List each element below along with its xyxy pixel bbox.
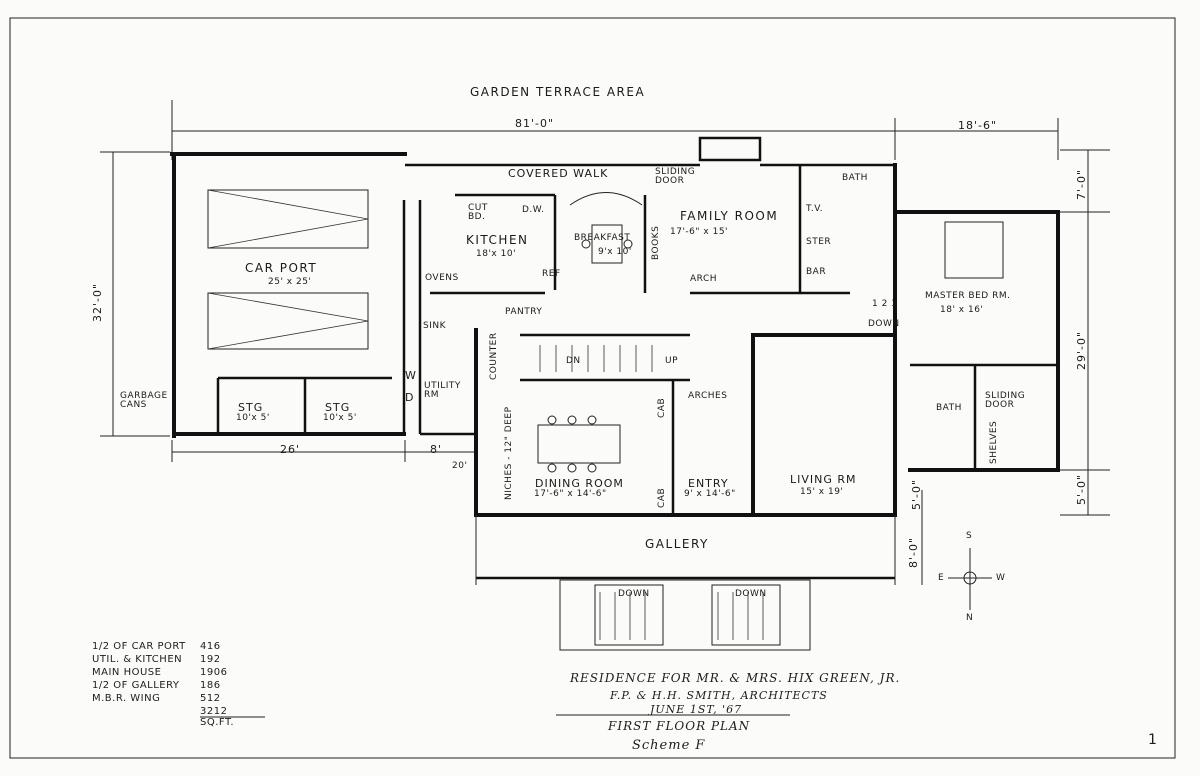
master-bed xyxy=(944,221,1004,279)
area-total-row: 3212 SQ.FT. xyxy=(200,706,235,728)
dimension-lines xyxy=(100,100,1110,585)
dishwasher-label: D.W. xyxy=(522,205,545,215)
sheet-number: 1 xyxy=(1148,732,1157,748)
twenty-dim: 20' xyxy=(452,461,468,471)
right-dim-upper: 7'-0" xyxy=(1075,168,1088,200)
tv-label: T.V. xyxy=(806,204,824,214)
compass-icon xyxy=(948,548,992,610)
cabinet-1-label: CAB xyxy=(657,397,667,418)
living-room-label: LIVING RM xyxy=(790,473,857,486)
plan-date: JUNE 1ST, '67 xyxy=(650,703,743,716)
down-small-label: DOWN xyxy=(868,319,900,329)
ovens-label: OVENS xyxy=(425,273,459,283)
arches-label: ARCHES xyxy=(688,391,728,401)
compass-east: E xyxy=(938,573,945,583)
right-dim-lower-2: 5'-0" xyxy=(1075,473,1088,505)
entry-size: 9' x 14'-6" xyxy=(684,489,736,499)
bath-2-label: BATH xyxy=(936,403,962,413)
link-dim: 8' xyxy=(430,443,443,456)
family-room-label: FAMILY ROOM xyxy=(680,209,779,223)
utility-room-label: UTILITY RM xyxy=(424,381,461,400)
stereo-label: STER xyxy=(806,237,832,247)
plan-title: FIRST FLOOR PLAN xyxy=(608,719,751,733)
architects-label: F.P. & H.H. SMITH, ARCHITECTS xyxy=(610,689,828,702)
compass-west: W xyxy=(996,573,1006,583)
storage-1-size: 10'x 5' xyxy=(236,413,270,423)
gallery-label: GALLERY xyxy=(645,537,709,551)
storage-2-label: STG xyxy=(325,401,351,414)
pantry-label: PANTRY xyxy=(505,307,543,317)
breakfast-table xyxy=(569,192,643,264)
dining-table xyxy=(537,415,621,473)
right-dim-main: 29'-0" xyxy=(1075,330,1088,370)
overall-width-dim: 81'-0" xyxy=(515,117,555,130)
garden-terrace-label: GARDEN TERRACE AREA xyxy=(470,85,646,99)
stairs xyxy=(539,345,764,640)
master-bedroom-size: 18' x 16' xyxy=(940,305,984,315)
carport-size: 25' x 25' xyxy=(268,277,312,287)
niches-label: NICHES - 12" DEEP xyxy=(504,406,514,501)
walls xyxy=(170,136,1060,651)
scheme-label: Scheme F xyxy=(632,738,706,753)
cabinet-2-label: CAB xyxy=(657,487,667,508)
stair-up-label: UP xyxy=(665,356,679,366)
compass-north: N xyxy=(966,613,974,623)
sink-label: SINK xyxy=(423,321,447,331)
ref-label: REF xyxy=(542,269,561,279)
down-1-label: DOWN xyxy=(618,589,650,599)
compass-south: S xyxy=(966,531,973,541)
sliding-door-label: SLIDING DOOR xyxy=(655,167,696,186)
sheet-border xyxy=(9,17,1176,759)
down-2-label: DOWN xyxy=(735,589,767,599)
family-room-size: 17'-6" x 15' xyxy=(670,227,729,237)
sliding-door-2-label: SLIDING DOOR xyxy=(985,391,1026,410)
dining-room-label: DINING ROOM xyxy=(535,477,624,490)
arch-label: ARCH xyxy=(690,274,718,284)
cut-board-label: CUT BD. xyxy=(468,203,488,222)
gallery-depth-dim: 8'-0" xyxy=(907,536,920,568)
kitchen-size: 18'x 10' xyxy=(476,249,517,259)
carport-parking xyxy=(207,189,369,350)
shelves-label: SHELVES xyxy=(989,420,999,464)
kitchen-label: KITCHEN xyxy=(466,233,529,247)
breakfast-label: BREAKFAST xyxy=(574,233,631,243)
storage-2-size: 10'x 5' xyxy=(323,413,357,423)
steps-label: 1 2 3 xyxy=(872,299,898,309)
storage-1-label: STG xyxy=(238,401,264,414)
dining-room-size: 17'-6" x 14'-6" xyxy=(534,489,607,499)
carport-label: CAR PORT xyxy=(245,261,318,275)
entry-label: ENTRY xyxy=(688,477,729,490)
bar-label: BAR xyxy=(806,267,827,277)
living-room-size: 15' x 19' xyxy=(800,487,844,497)
counter-label: COUNTER xyxy=(489,332,499,380)
residence-title: RESIDENCE FOR MR. & MRS. HIX GREEN, JR. xyxy=(570,671,901,685)
dryer-label: D xyxy=(405,391,415,404)
garbage-cans-label: GARBAGE CANS xyxy=(120,391,168,410)
carport-width-dim: 26' xyxy=(280,443,301,456)
master-bedroom-label: MASTER BED RM. xyxy=(925,291,1011,301)
stair-down-label: DN xyxy=(566,356,581,366)
breakfast-size: 9'x 10' xyxy=(598,247,632,257)
covered-walk-label: COVERED WALK xyxy=(508,167,609,180)
depth-dim: 32'-0" xyxy=(91,282,104,322)
washer-label: W xyxy=(405,369,417,382)
wing-width-dim: 18'-6" xyxy=(958,119,998,132)
right-dim-lower-1: 5'-0" xyxy=(910,478,923,510)
bath-1-label: BATH xyxy=(842,173,868,183)
books-label: BOOKS xyxy=(651,225,661,260)
